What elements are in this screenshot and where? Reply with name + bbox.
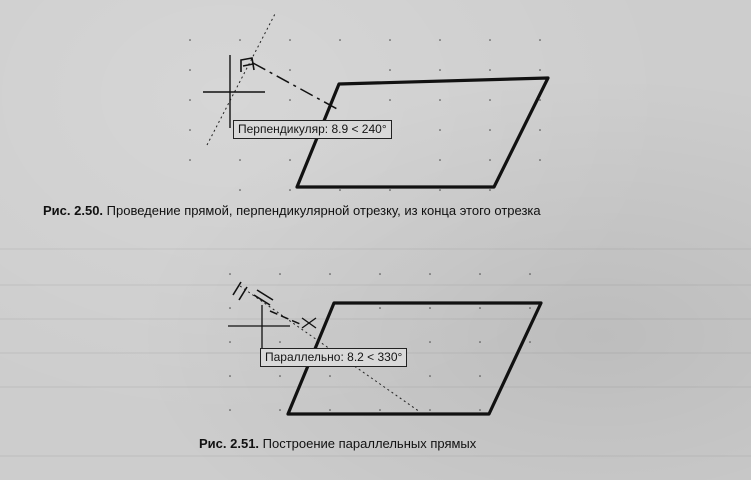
figure-parallel-drawing [228,273,543,416]
figure-perpendicular: Перпендикуляр: 8.9 < 240° Рис. 2.50. Про… [0,0,751,218]
parallelogram [286,301,543,416]
parallel-snap-marker [232,281,274,306]
figure-caption: Рис. 2.50. Проведение прямой, перпендику… [43,203,541,218]
tracking-line [239,285,421,413]
perpendicular-snap-marker [240,57,255,72]
figure-number: Рис. 2.50. [43,203,104,218]
crosshair-cursor [203,55,265,128]
figure-caption-text: Проведение прямой, перпендикулярной отре… [103,203,541,218]
grid-dots [229,273,531,411]
crosshair-cursor [228,305,317,348]
perpendicular-rubber-band [252,62,340,111]
figure-caption-text: Построение параллельных прямых [259,436,477,451]
perpendicular-tooltip: Перпендикуляр: 8.9 < 240° [233,120,392,139]
parallel-tooltip: Параллельно: 8.2 < 330° [260,348,408,367]
parallel-rubber-band [269,310,301,325]
figure-number: Рис. 2.51. [199,436,260,451]
figure-caption: Рис. 2.51. Построение параллельных прямы… [199,436,476,451]
figure-perpendicular-drawing [189,11,550,191]
parallelogram [295,76,550,189]
bleed-through-line [0,455,751,457]
grid-dots [189,39,541,191]
figure-parallel: Параллельно: 8.2 < 330° Рис. 2.51. Постр… [0,250,751,451]
